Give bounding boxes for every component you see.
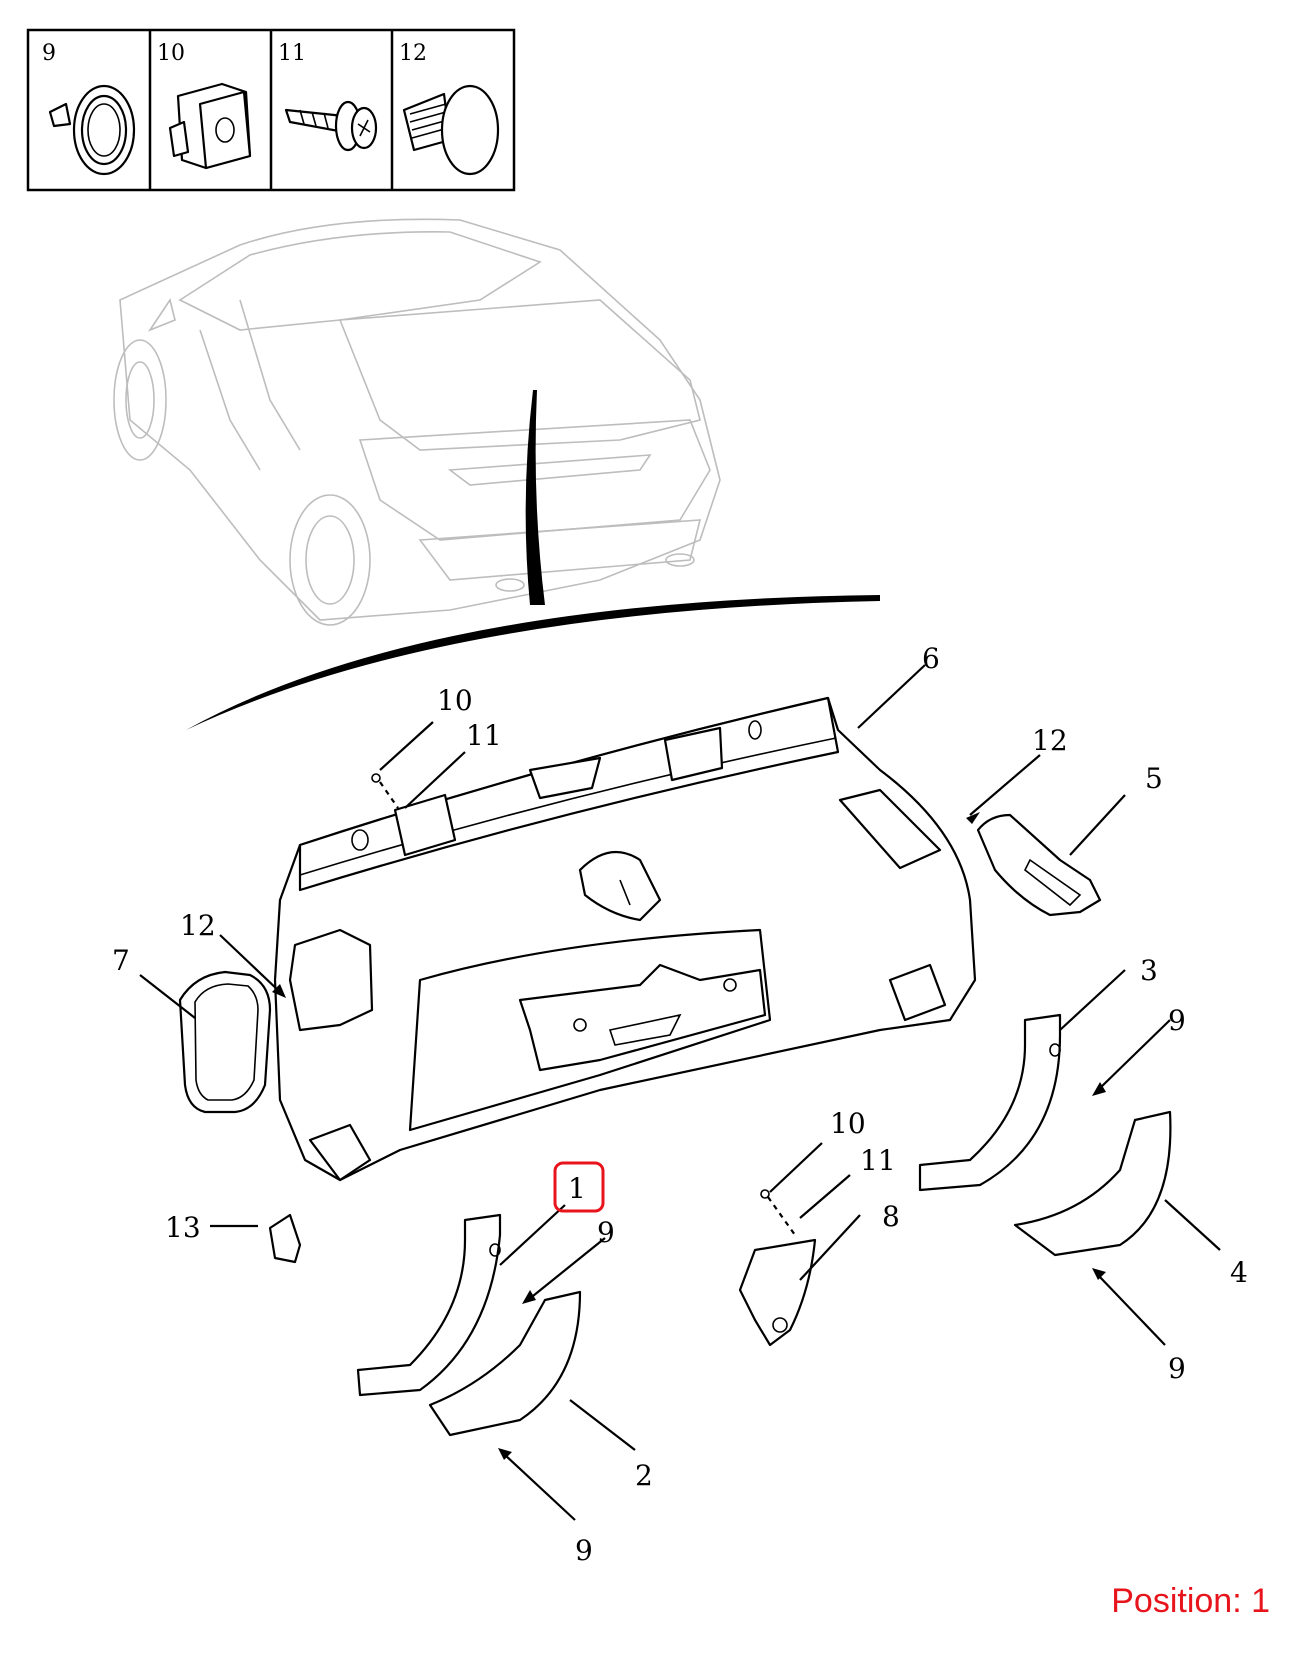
callout-12-left[interactable]: 12 (180, 909, 216, 942)
retaining-clip (268, 1213, 302, 1264)
vehicle-outline (113, 218, 721, 626)
callout-9-left-lower[interactable]: 9 (575, 1534, 593, 1567)
callout-11-bottom[interactable]: 11 (860, 1144, 896, 1177)
callout-4[interactable]: 4 (1230, 1256, 1248, 1289)
fastener-legend: 9 10 11 12 (26, 28, 516, 192)
selected-position-highlight (553, 1161, 605, 1213)
trunk-lid-trim-panel (273, 696, 977, 1182)
legend-number-11: 11 (278, 41, 306, 66)
right-side-trim-upper (918, 1013, 1062, 1192)
callout-9-right-lower[interactable]: 9 (1168, 1352, 1186, 1385)
latch-cover-bracket (738, 1238, 817, 1347)
screw-icon (284, 100, 378, 152)
callout-7[interactable]: 7 (112, 944, 130, 977)
callout-9-left-upper[interactable]: 9 (597, 1216, 615, 1249)
clip-nut-icon (168, 82, 252, 170)
location-pointer (186, 390, 880, 730)
callout-8[interactable]: 8 (882, 1200, 900, 1233)
left-side-trim-upper (356, 1213, 502, 1397)
callout-10-top[interactable]: 10 (437, 684, 473, 717)
leader-lines (139, 664, 1221, 1521)
callout-13[interactable]: 13 (165, 1211, 201, 1244)
callout-3[interactable]: 3 (1140, 954, 1158, 987)
callout-6[interactable]: 6 (922, 642, 940, 675)
callout-12-right[interactable]: 12 (1032, 724, 1068, 757)
legend-number-12: 12 (399, 41, 427, 66)
left-side-trim-lower (428, 1290, 582, 1437)
legend-number-9: 9 (42, 41, 56, 66)
callout-numbers[interactable]: 6 12 5 10 11 12 7 3 9 10 11 1 9 8 13 4 9… (112, 642, 1248, 1567)
left-access-cover (178, 970, 272, 1114)
callout-2[interactable]: 2 (635, 1459, 653, 1492)
callout-5[interactable]: 5 (1145, 762, 1163, 795)
position-label: Position: 1 (1111, 1582, 1270, 1620)
fir-tree-clip-icon (402, 84, 500, 176)
callout-11-top[interactable]: 11 (466, 719, 502, 752)
right-access-cover (976, 813, 1102, 917)
callout-9-right-upper[interactable]: 9 (1168, 1004, 1186, 1037)
push-rivet-icon (48, 84, 136, 176)
callout-10-bottom[interactable]: 10 (830, 1107, 866, 1140)
callout-1[interactable]: 1 (568, 1172, 586, 1205)
right-side-trim-lower (1013, 1110, 1172, 1257)
legend-number-10: 10 (157, 41, 185, 66)
